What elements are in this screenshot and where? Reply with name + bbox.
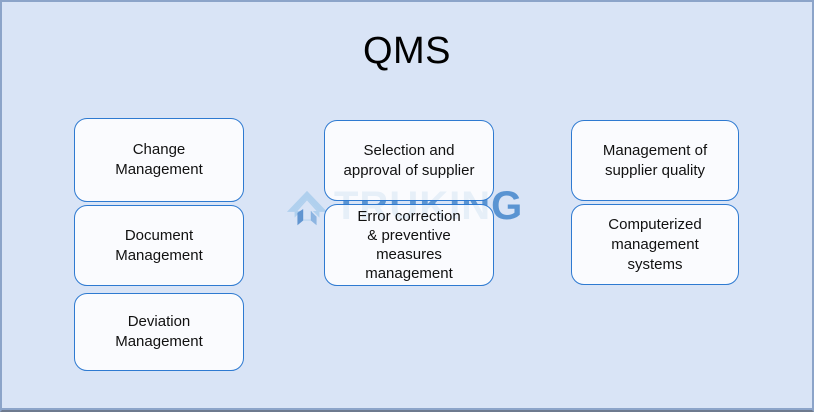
node-document-management: Document Management	[74, 205, 244, 286]
node-label: Change Management	[115, 141, 203, 178]
node-error-correction-preventive: Error correction & preventive measures m…	[324, 204, 494, 286]
node-label: Document Management	[115, 226, 203, 264]
node-computerized-management-systems: Computerized management systems	[571, 204, 739, 285]
node-label: Computerized management systems	[608, 215, 702, 273]
node-label: Deviation Management	[115, 313, 203, 350]
node-selection-approval-supplier: Selection and approval of supplier	[324, 120, 494, 201]
node-label: Error correction & preventive measures m…	[357, 208, 461, 282]
node-deviation-management: Deviation Management	[74, 293, 244, 371]
node-label: Management of supplier quality	[602, 141, 708, 179]
node-label: Selection and approval of supplier	[343, 141, 475, 179]
diagram-title: QMS	[362, 30, 452, 72]
node-change-management: Change Management	[74, 118, 244, 202]
node-management-supplier-quality: Management of supplier quality	[571, 120, 739, 201]
truking-logo-icon	[286, 190, 328, 226]
